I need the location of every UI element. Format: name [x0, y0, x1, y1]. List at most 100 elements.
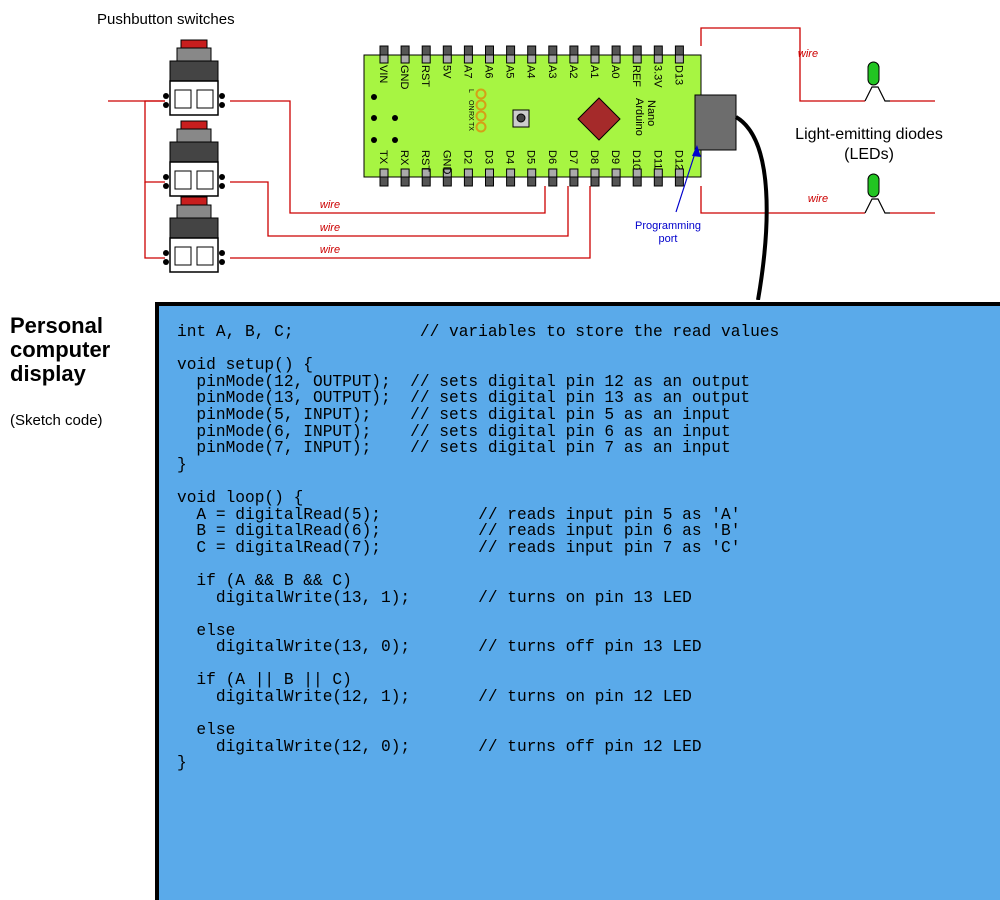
contact-block [174, 170, 192, 190]
pushbuttons-label: Pushbutton switches [97, 11, 235, 28]
header-pin [632, 45, 642, 56]
button-body [176, 128, 212, 143]
header-pad [506, 54, 516, 64]
terminal [163, 183, 169, 189]
header-pad [421, 54, 431, 64]
pin-label: RST [419, 150, 431, 172]
header-pin [463, 176, 473, 187]
pin-label: A4 [525, 65, 537, 78]
terminal [163, 174, 169, 180]
header-pad [632, 168, 642, 178]
pin-label: A6 [483, 65, 495, 78]
header-pin [653, 45, 663, 56]
header-pad [590, 54, 600, 64]
status-led [475, 110, 487, 122]
pin-label: D7 [567, 150, 579, 164]
pin-label: RST [419, 65, 431, 87]
header-pin [527, 45, 537, 56]
wire [144, 100, 165, 183]
terminal [219, 259, 225, 265]
header-pin [379, 176, 389, 187]
pin-label: 5V [440, 65, 452, 79]
switch-housing [169, 141, 219, 163]
header-pad [485, 168, 494, 178]
wires [108, 27, 935, 259]
header-pin [379, 45, 389, 56]
pin-label: A5 [504, 65, 516, 78]
pin-label: D12 [672, 150, 684, 170]
pin-label: RX [398, 150, 410, 166]
header-pin [506, 176, 516, 187]
pin-label: TX [377, 150, 389, 165]
header-pin [674, 45, 684, 56]
pin-label: A1 [588, 65, 600, 78]
header-pad [485, 54, 494, 64]
programming-port-label: port [659, 233, 678, 245]
button-body [176, 204, 212, 219]
button-cap [180, 120, 208, 130]
pc-title-line: computer [10, 337, 111, 362]
header-pad [379, 168, 389, 178]
led-lens [867, 173, 880, 198]
header-pin [590, 45, 600, 56]
switch-base [169, 161, 219, 197]
status-led-label: ON [467, 100, 474, 111]
pin-label: D6 [546, 150, 558, 164]
pin-label: D13 [672, 65, 684, 85]
led-symbols [864, 61, 890, 214]
led [864, 61, 890, 102]
header-pin [548, 45, 558, 56]
leds-label: Light-emitting diodes [795, 126, 943, 143]
header-pin [674, 176, 684, 187]
reset-button-cap [516, 113, 526, 123]
wire [144, 182, 165, 259]
pin-label: D4 [504, 150, 516, 164]
status-led-label: RX [467, 111, 474, 121]
led [864, 173, 890, 214]
header-pad [400, 54, 410, 64]
header-pin [611, 45, 621, 56]
header-pin [590, 176, 600, 187]
pin-label: A2 [567, 65, 579, 78]
header-pad [632, 54, 642, 64]
switch-housing [169, 60, 219, 82]
header-pin [463, 45, 473, 56]
header-pin [548, 176, 558, 187]
board-name: Nano [645, 100, 657, 126]
pin-label: D3 [483, 150, 495, 164]
status-led-label: TX [467, 122, 474, 131]
header-pad [506, 168, 516, 178]
header-pad [548, 168, 558, 178]
pin-label: D9 [609, 150, 621, 164]
header-pad [590, 168, 600, 178]
wire-label: wire [320, 199, 340, 211]
header-pin [421, 176, 431, 187]
sketch-code: int A, B, C; // variables to store the r… [177, 323, 780, 773]
header-pad [548, 54, 558, 64]
pin-label: A3 [546, 65, 558, 78]
mounting-hole [392, 115, 398, 121]
pushbutton-switches [163, 39, 225, 273]
pushbutton-switch [163, 39, 225, 116]
mounting-hole [371, 115, 377, 121]
pin-label: GND [398, 65, 410, 90]
port-pointer-arrow [675, 146, 698, 213]
led-leads [864, 198, 890, 214]
pin-label: VIN [377, 65, 389, 83]
pushbutton-switch [163, 120, 225, 197]
header-pin [485, 45, 494, 56]
header-pad [569, 168, 579, 178]
pin-label: REF [630, 65, 642, 87]
contact-block [174, 89, 192, 109]
status-led [475, 121, 487, 133]
pin-label: 3.3V [651, 65, 663, 88]
pin-label: A7 [461, 65, 473, 78]
programming-port-label: Programming [635, 220, 701, 232]
contact-block [196, 170, 214, 190]
wire-label: wire [320, 244, 340, 256]
header-pad [463, 54, 473, 64]
